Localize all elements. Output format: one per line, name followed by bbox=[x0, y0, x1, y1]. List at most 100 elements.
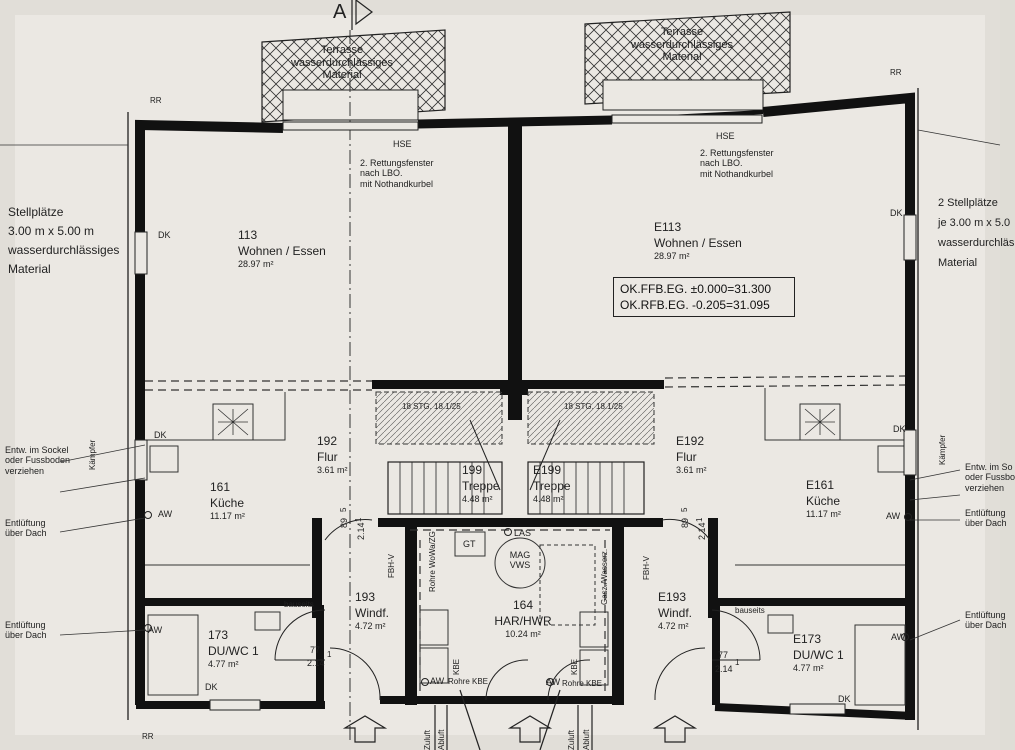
markers bbox=[144, 511, 912, 686]
room-area: 4.48 m² bbox=[462, 494, 493, 505]
room-area: 4.77 m² bbox=[208, 659, 239, 670]
room-name: Windf. bbox=[658, 605, 693, 620]
room-name: DU/WC 1 bbox=[793, 647, 844, 662]
dim-label: 77 bbox=[718, 650, 729, 660]
level-rfb: OK.RFB.EG. -0.205=31.095 bbox=[620, 298, 770, 312]
room-area: 4.72 m² bbox=[355, 621, 386, 632]
dashed-lines bbox=[145, 375, 906, 695]
rr-label: RR bbox=[142, 732, 154, 741]
vent-label: Zuluft bbox=[423, 729, 432, 750]
dim-label: 5 bbox=[339, 507, 348, 512]
escape-line: nach LBO. bbox=[700, 158, 743, 169]
section-marker bbox=[351, 0, 373, 30]
room-area: 10.24 m² bbox=[505, 629, 541, 640]
vent-label: Abluft bbox=[582, 729, 591, 750]
note-line: Entlüftung bbox=[965, 610, 1006, 620]
terrace-right-line2: wasserdurchlässiges bbox=[630, 38, 734, 51]
note-line: Entw. im So bbox=[965, 462, 1013, 472]
kbe-label: KBE bbox=[452, 658, 461, 675]
terrace-right bbox=[584, 11, 791, 111]
doors bbox=[274, 518, 761, 701]
parking-line: Material bbox=[8, 262, 51, 276]
stairs-right bbox=[527, 391, 655, 515]
kbe-label: KBE bbox=[570, 658, 579, 675]
mag-line: VWS bbox=[509, 560, 531, 571]
parking-right-label: 2 Stellplätze je 3.00 m x 5.0 wasserdurc… bbox=[938, 193, 1014, 273]
las-label: LAS bbox=[514, 528, 532, 538]
entw-right-note: Entw. im So oder Fussbo verziehen bbox=[965, 462, 1015, 493]
room-area: 28.97 m² bbox=[238, 259, 274, 270]
vent-arrows bbox=[342, 689, 698, 750]
wc-fixtures bbox=[147, 611, 906, 706]
party-wall bbox=[508, 120, 522, 420]
room-wc-right: E173 DU/WC 1 4.77 m² bbox=[793, 632, 844, 675]
stair-steps-left: 18 STG. 18.1/25 bbox=[402, 402, 461, 411]
room-name: Treppe bbox=[462, 478, 500, 493]
room-hall-right: E192 Flur 3.61 m² bbox=[676, 434, 707, 477]
dim-label: 1 bbox=[735, 658, 740, 667]
room-number: E193 bbox=[658, 590, 687, 604]
room-area: 11.17 m² bbox=[210, 511, 245, 522]
har-fixtures bbox=[419, 531, 609, 686]
note-line: über Dach bbox=[5, 528, 47, 539]
entw-left-note: Entw. im Sockel oder Fussboden verziehen bbox=[5, 445, 70, 476]
terrace-right-label: Terrasse wasserdurchlässiges Material bbox=[622, 26, 742, 64]
room-name: Flur bbox=[676, 449, 697, 464]
dim-label: 77 bbox=[310, 645, 321, 655]
mag-vws-label: MAG VWS bbox=[505, 550, 535, 571]
vent-label: Abluft bbox=[437, 729, 446, 750]
dim-label: 89 bbox=[339, 517, 349, 528]
terrace-right-line1: Terrasse bbox=[660, 26, 704, 38]
note-line: über Dach bbox=[965, 518, 1007, 529]
note-line: Entlüftung bbox=[5, 518, 46, 528]
terrace-left-line2: wasserdurchlässiges bbox=[290, 56, 394, 69]
dk-label: DK bbox=[205, 682, 218, 692]
terrace-left-label: Terrasse wasserdurchlässiges Material bbox=[287, 44, 397, 82]
kitchen-right-counter bbox=[735, 388, 907, 566]
aw-label: AW bbox=[430, 676, 445, 686]
parking-line: 2 Stellplätze bbox=[938, 197, 998, 209]
escape-line: mit Nothandkurbel bbox=[700, 168, 774, 179]
gas-water-label: Gasz./Wasserz. bbox=[600, 548, 609, 605]
room-name: Küche bbox=[210, 495, 245, 510]
dim-label: 2.14 bbox=[307, 658, 325, 668]
escape-line: 2. Rettungsfenster bbox=[700, 148, 774, 158]
room-area: 4.48 m² bbox=[533, 494, 564, 505]
dk-label: DK bbox=[158, 230, 171, 240]
kitchen-left-counter bbox=[145, 392, 310, 566]
room-number: 192 bbox=[317, 434, 338, 448]
aw-label: AW bbox=[546, 677, 561, 687]
parking-line: 3.00 m x 5.00 m bbox=[8, 224, 95, 238]
parking-left-label: Stellplätze 3.00 m x 5.00 m wasserdurchl… bbox=[8, 203, 119, 279]
entl-left-note-2: Entlüftung über Dach bbox=[5, 620, 47, 641]
room-area: 3.61 m² bbox=[317, 465, 348, 476]
rohre-wowa-label: Rohre WoWa/ZG bbox=[428, 531, 437, 592]
room-har: 164 HAR/HWR 10.24 m² bbox=[478, 598, 568, 641]
fbh-label: FBH-V bbox=[387, 554, 396, 578]
room-kitchen-left: 161 Küche 11.17 m² bbox=[210, 480, 245, 523]
dim-label: 2.14 bbox=[356, 522, 366, 540]
dim-label: 89 bbox=[680, 517, 690, 528]
aw-label: AW bbox=[891, 632, 906, 642]
dk-label: DK bbox=[154, 430, 167, 440]
rohre-kbe-label: Rohre KBE bbox=[562, 679, 603, 688]
note-line: Entlüftung bbox=[5, 620, 46, 630]
room-living-left: 113 Wohnen / Essen 28.97 m² bbox=[238, 228, 326, 271]
room-area: 28.97 m² bbox=[654, 251, 690, 262]
escape-line: nach LBO. bbox=[360, 168, 403, 179]
dim-label: 2.14 bbox=[697, 522, 707, 540]
rr-label: RR bbox=[890, 68, 902, 77]
room-number: E199 bbox=[533, 463, 562, 477]
dim-label: 2.14 bbox=[715, 664, 733, 674]
entl-right-note-1: Entlüftung über Dach bbox=[965, 508, 1007, 529]
room-wind-right: E193 Windf. 4.72 m² bbox=[658, 590, 692, 633]
escape-line: 2. Rettungsfenster bbox=[360, 158, 434, 168]
stairs-left bbox=[375, 391, 503, 515]
parking-line: Material bbox=[938, 257, 978, 269]
note-line: über Dach bbox=[5, 630, 47, 641]
stair-steps-right: 18 STG. 18.1/25 bbox=[564, 402, 623, 411]
note-line: verziehen bbox=[5, 465, 45, 476]
terrace-right-line3: Material bbox=[662, 51, 702, 64]
level-info-box: OK.FFB.EG. ±0.000=31.300 OK.RFB.EG. -0.2… bbox=[613, 277, 795, 317]
